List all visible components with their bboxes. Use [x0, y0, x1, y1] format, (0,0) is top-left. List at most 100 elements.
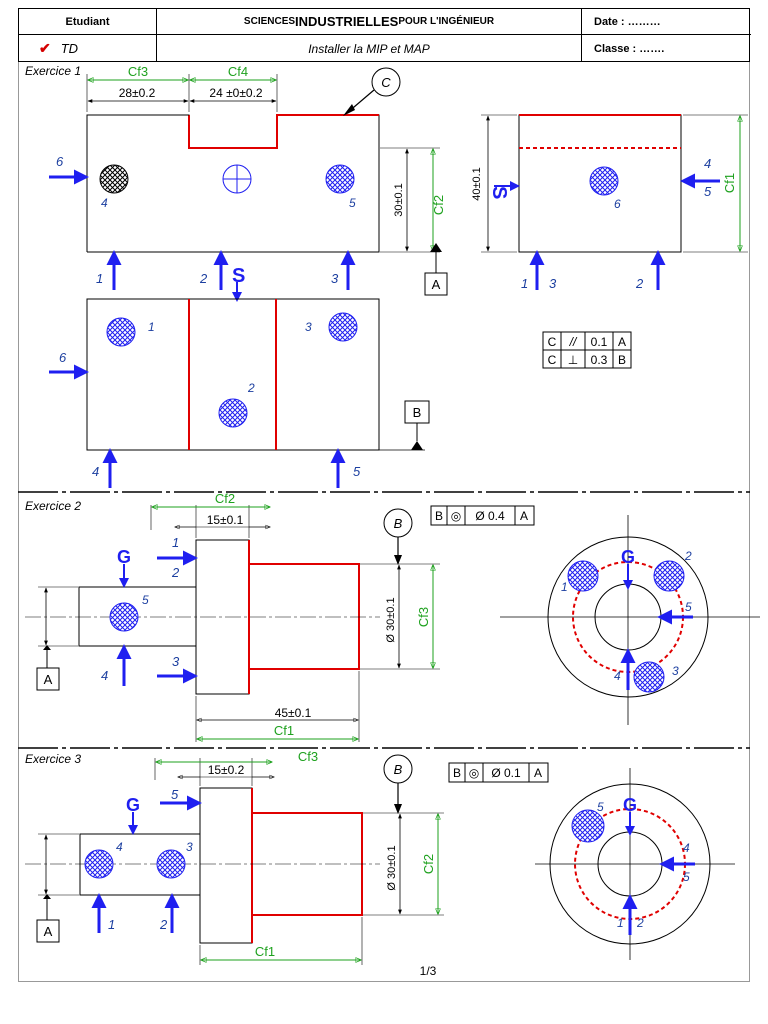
svg-text:B: B — [618, 353, 626, 367]
cf1-label-ex3: Cf1 — [255, 944, 275, 959]
contact-point-5 — [325, 164, 355, 194]
contact-point-4-ex3 — [84, 849, 114, 879]
svg-text:C: C — [548, 335, 557, 349]
svg-text:4: 4 — [92, 464, 99, 479]
svg-text:A: A — [520, 509, 528, 523]
svg-text:2: 2 — [159, 917, 168, 932]
svg-text:5: 5 — [704, 184, 712, 199]
svg-text:6: 6 — [59, 350, 67, 365]
shaft-collar-ex3 — [199, 787, 253, 944]
end-view-ex2: G 1 2 3 4 5 — [500, 515, 760, 725]
exercise-2: Exercice 2 Cf2 15±0.1 B — [25, 491, 760, 742]
contact-point-6 — [589, 166, 619, 196]
svg-text:B: B — [413, 405, 422, 420]
dim-40: 40±0.1 — [471, 167, 483, 201]
svg-text:0.1: 0.1 — [591, 335, 608, 349]
svg-text:1: 1 — [148, 320, 155, 334]
contact-point-4 — [99, 164, 129, 194]
svg-text:4: 4 — [683, 841, 690, 855]
svg-text:B: B — [435, 509, 443, 523]
svg-text:A: A — [618, 335, 626, 349]
svg-text:4: 4 — [614, 669, 621, 683]
dim-d30-ex3: Ø 30±0.1 — [386, 845, 398, 890]
cf1-label: Cf1 — [722, 173, 737, 193]
class-field: Classe : ……. — [594, 42, 665, 55]
surface-c-bubble — [371, 67, 401, 97]
end-view-ex3: 5 G 4 5 1 2 — [535, 768, 735, 960]
svg-text:1: 1 — [108, 917, 115, 932]
svg-text:2: 2 — [684, 549, 692, 563]
dim-24: 24 ±0±0.2 — [209, 86, 263, 100]
svg-text:1: 1 — [617, 916, 624, 930]
subject-title: SCIENCES INDUSTRIELLES POUR L'INGÉNIEUR — [157, 9, 582, 35]
contact-point-3 — [328, 312, 358, 342]
exercise-3: Exercice 3 Cf3 15±0.2 B Ø 30±0.1 — [25, 749, 735, 965]
svg-text:5: 5 — [142, 593, 149, 607]
student-label: Etudiant — [19, 9, 157, 35]
svg-text:0.3: 0.3 — [591, 353, 608, 367]
exercise-1-title: Exercice 1 — [25, 64, 81, 78]
svg-text:Ø 0.4: Ø 0.4 — [475, 509, 505, 523]
subtitle: Installer la MIP et MAP — [157, 35, 582, 62]
svg-text:G: G — [623, 795, 637, 815]
svg-text:A: A — [432, 277, 441, 292]
svg-text:A: A — [534, 766, 542, 780]
svg-text:C: C — [548, 353, 557, 367]
svg-text:◎: ◎ — [469, 766, 479, 780]
page-number: 1/3 — [420, 964, 437, 978]
svg-text:3: 3 — [672, 664, 679, 678]
gdt-frame-ex3: B ◎ Ø 0.1 A — [448, 762, 549, 783]
datum-a-box-ex2 — [36, 667, 60, 691]
svg-text://: // — [569, 335, 578, 349]
cf4-label: Cf4 — [228, 64, 248, 79]
g-glyph: G — [117, 547, 131, 567]
dim-45-ex2: 45±0.1 — [275, 706, 312, 720]
svg-text:1: 1 — [172, 535, 179, 550]
content-frame — [18, 62, 750, 982]
svg-text:3: 3 — [331, 271, 339, 286]
svg-text:1: 1 — [521, 276, 528, 291]
datum-a-box-ex3 — [36, 919, 60, 943]
svg-text:5: 5 — [353, 464, 361, 479]
svg-text:4: 4 — [116, 840, 123, 854]
svg-text:C: C — [381, 75, 391, 90]
svg-text:1: 1 — [561, 580, 568, 594]
s-glyph: S — [232, 265, 245, 287]
svg-text:A: A — [44, 672, 53, 687]
svg-text:2: 2 — [635, 276, 644, 291]
shaft-large — [249, 563, 360, 670]
contact-point-3-ex3 — [156, 849, 186, 879]
datum-b-box — [404, 400, 430, 424]
svg-text:6: 6 — [614, 197, 621, 211]
td-cell: ✔ TD — [19, 35, 157, 62]
exercise-3-title: Exercice 3 — [25, 752, 81, 766]
exercise-2-title: Exercice 2 — [25, 499, 81, 513]
svg-text:2: 2 — [636, 916, 644, 930]
svg-text:5: 5 — [171, 787, 179, 802]
dim-d30-ex2: Ø 30±0.1 — [385, 597, 397, 642]
svg-text:S: S — [488, 186, 510, 199]
dim-30: 30±0.1 — [393, 183, 405, 217]
svg-text:4: 4 — [101, 196, 108, 210]
svg-text:5: 5 — [683, 870, 690, 884]
dim-28: 28±0.2 — [119, 86, 156, 100]
surface-c-edge — [188, 114, 379, 149]
svg-text:4: 4 — [704, 156, 711, 171]
dim-15-ex3: 15±0.2 — [208, 763, 245, 777]
contact-point-2 — [218, 398, 248, 428]
dim-15-ex2: 15±0.1 — [207, 513, 244, 527]
cf3-label: Cf3 — [128, 64, 148, 79]
svg-text:5: 5 — [597, 800, 604, 814]
svg-text:1: 1 — [96, 271, 103, 286]
cf3-label-ex3: Cf3 — [298, 749, 318, 764]
svg-text:G: G — [621, 547, 635, 567]
cf2-label-ex2: Cf2 — [215, 491, 235, 506]
svg-text:⊥: ⊥ — [568, 353, 578, 367]
cf1-label-ex2: Cf1 — [274, 723, 294, 738]
header-table: Etudiant SCIENCES INDUSTRIELLES POUR L'I… — [18, 8, 751, 62]
date-field: Date : ……… — [582, 9, 751, 35]
gdt-table-ex1: C // 0.1 A C ⊥ 0.3 B — [542, 331, 632, 369]
svg-text:5: 5 — [685, 600, 692, 614]
